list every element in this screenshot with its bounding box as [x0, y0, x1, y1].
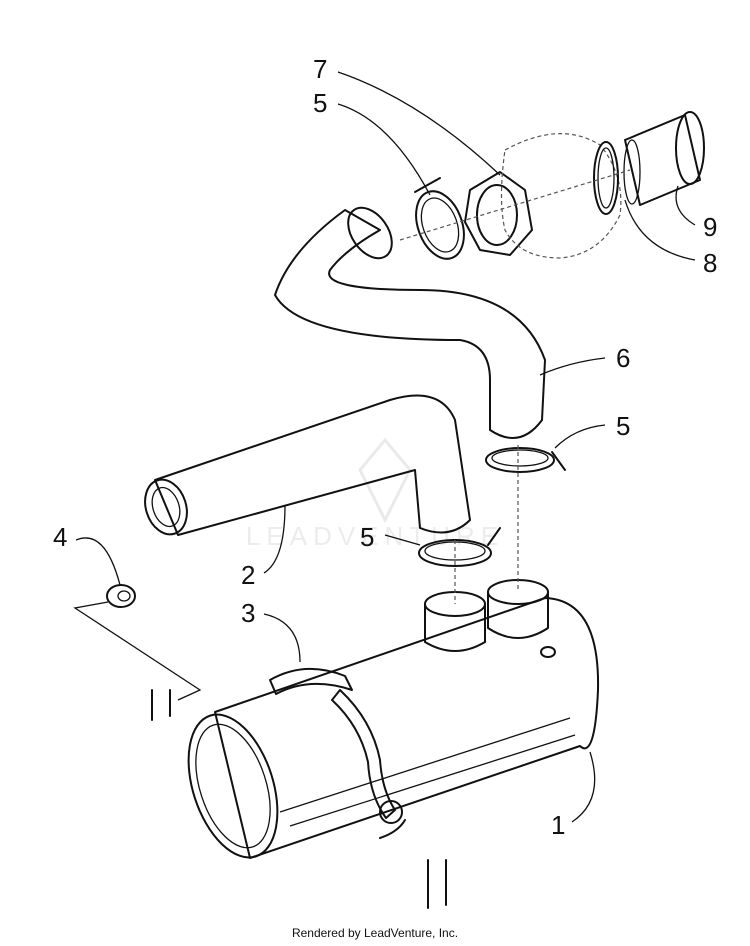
callout-5-lower: 5 — [360, 522, 374, 552]
part-1-canister — [187, 579, 600, 859]
callout-5-middle: 5 — [616, 411, 630, 441]
part-5-clamp-middle — [485, 447, 566, 473]
watermark-text: LEADVENTURE — [246, 521, 504, 551]
watermark-logo: LEADVENTURE — [246, 437, 504, 551]
callout-2: 2 — [241, 560, 255, 590]
footer-credit: Rendered by LeadVenture, Inc. — [291, 926, 459, 940]
part-3-strap-clamp — [269, 667, 406, 839]
part-2-lower-hose — [144, 394, 471, 536]
leader-lines — [75, 71, 696, 823]
part-6-upper-hose — [274, 206, 546, 439]
callout-labels: 7 5 9 8 6 5 5 4 2 3 1 — [53, 54, 717, 840]
part-4-cap — [73, 584, 447, 909]
phantom-panel-outline — [500, 133, 622, 259]
callout-3: 3 — [241, 598, 255, 628]
callout-7: 7 — [313, 54, 327, 84]
callout-8: 8 — [703, 248, 717, 278]
callout-6: 6 — [616, 343, 630, 373]
part-7-nut — [464, 171, 533, 256]
callout-4: 4 — [53, 522, 67, 552]
callout-9: 9 — [703, 212, 717, 242]
callout-1: 1 — [551, 810, 565, 840]
callout-5-top: 5 — [313, 88, 327, 118]
part-5-clamp-upper — [414, 177, 465, 260]
axis-upper — [399, 169, 631, 241]
part-9-fitting — [623, 111, 705, 206]
part-8-gasket — [593, 141, 619, 215]
